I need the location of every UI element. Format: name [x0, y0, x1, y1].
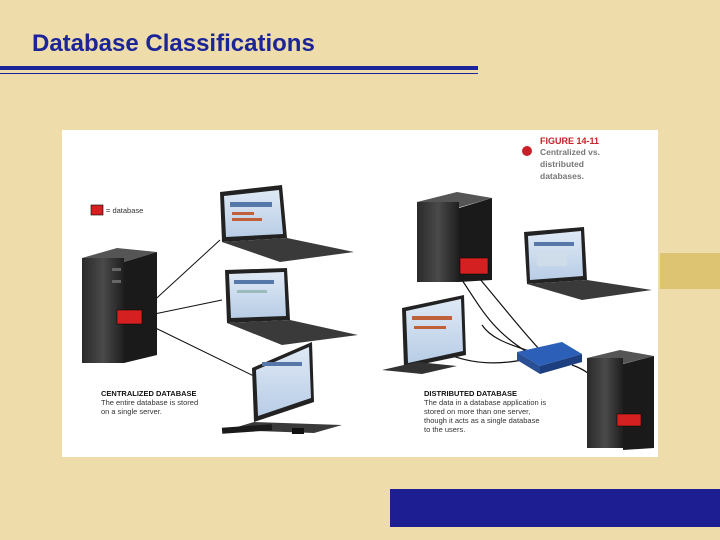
database-figure: = database	[62, 130, 658, 457]
accent-block	[660, 253, 720, 289]
legend: = database	[90, 204, 143, 216]
database-marker-bottom	[616, 413, 642, 427]
figure-caption: FIGURE 14-11 Centralized vs. distributed…	[540, 136, 656, 182]
slide-title: Database Classifications	[32, 30, 315, 57]
laptop-bottom-icon	[227, 342, 342, 434]
legend-label: = database	[106, 206, 143, 215]
caption-line: databases.	[540, 171, 584, 181]
distributed-line: though it acts as a single database	[424, 416, 540, 425]
centralized-heading: CENTRALIZED DATABASE	[101, 389, 197, 398]
database-marker-top	[459, 257, 489, 275]
title-underline-thin	[0, 73, 478, 74]
figure-illustration: = database	[82, 185, 654, 450]
server-top-right-icon	[417, 192, 492, 282]
central-server-icon	[82, 248, 157, 363]
keyboard-icon	[221, 424, 273, 434]
centralized-line: The entire database is stored	[101, 398, 199, 407]
distributed-line: The data in a database application is	[424, 398, 547, 407]
distributed-line: to the users.	[424, 425, 466, 434]
legend-database-swatch	[90, 204, 104, 216]
distributed-label: DISTRIBUTED DATABASE The data in a datab…	[424, 389, 546, 434]
central-database-marker	[116, 309, 143, 325]
distributed-heading: DISTRIBUTED DATABASE	[424, 389, 518, 398]
caption-line: distributed	[540, 159, 584, 169]
distributed-line: stored on more than one server,	[424, 407, 531, 416]
monitor-icon	[382, 295, 466, 374]
centralized-line: on a single server.	[101, 407, 162, 416]
caption-line: Centralized vs.	[540, 147, 600, 157]
laptop-right-icon	[524, 227, 652, 300]
laptop-middle-icon	[225, 268, 358, 345]
footer-block	[390, 489, 720, 527]
server-bottom-right-icon	[587, 350, 654, 450]
laptop-top-icon	[220, 185, 354, 262]
router-icon	[517, 342, 582, 374]
title-underline-thick	[0, 66, 478, 70]
figure-marker-icon	[522, 146, 532, 156]
centralized-label: CENTRALIZED DATABASE The entire database…	[101, 389, 198, 416]
figure-number: FIGURE 14-11	[540, 136, 600, 146]
